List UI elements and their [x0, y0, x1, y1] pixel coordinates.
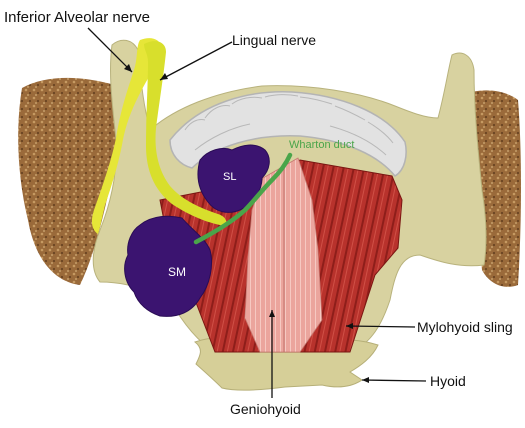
label-inferior-alveolar-nerve: Inferior Alveolar nerve	[4, 10, 150, 25]
label-geniohyoid: Geniohyoid	[230, 402, 301, 416]
pointer-hyoid	[362, 380, 426, 381]
arrowhead-hyoid	[362, 377, 369, 383]
label-lingual-nerve: Lingual nerve	[232, 33, 316, 47]
label-mylohyoid-sling: Mylohyoid sling	[417, 320, 513, 334]
pointer-lingual	[160, 42, 232, 80]
label-hyoid: Hyoid	[430, 374, 466, 388]
label-sublingual-gland: SL	[223, 172, 236, 183]
label-submandibular-gland: SM	[168, 266, 186, 278]
label-wharton-duct: Wharton duct	[289, 140, 354, 151]
